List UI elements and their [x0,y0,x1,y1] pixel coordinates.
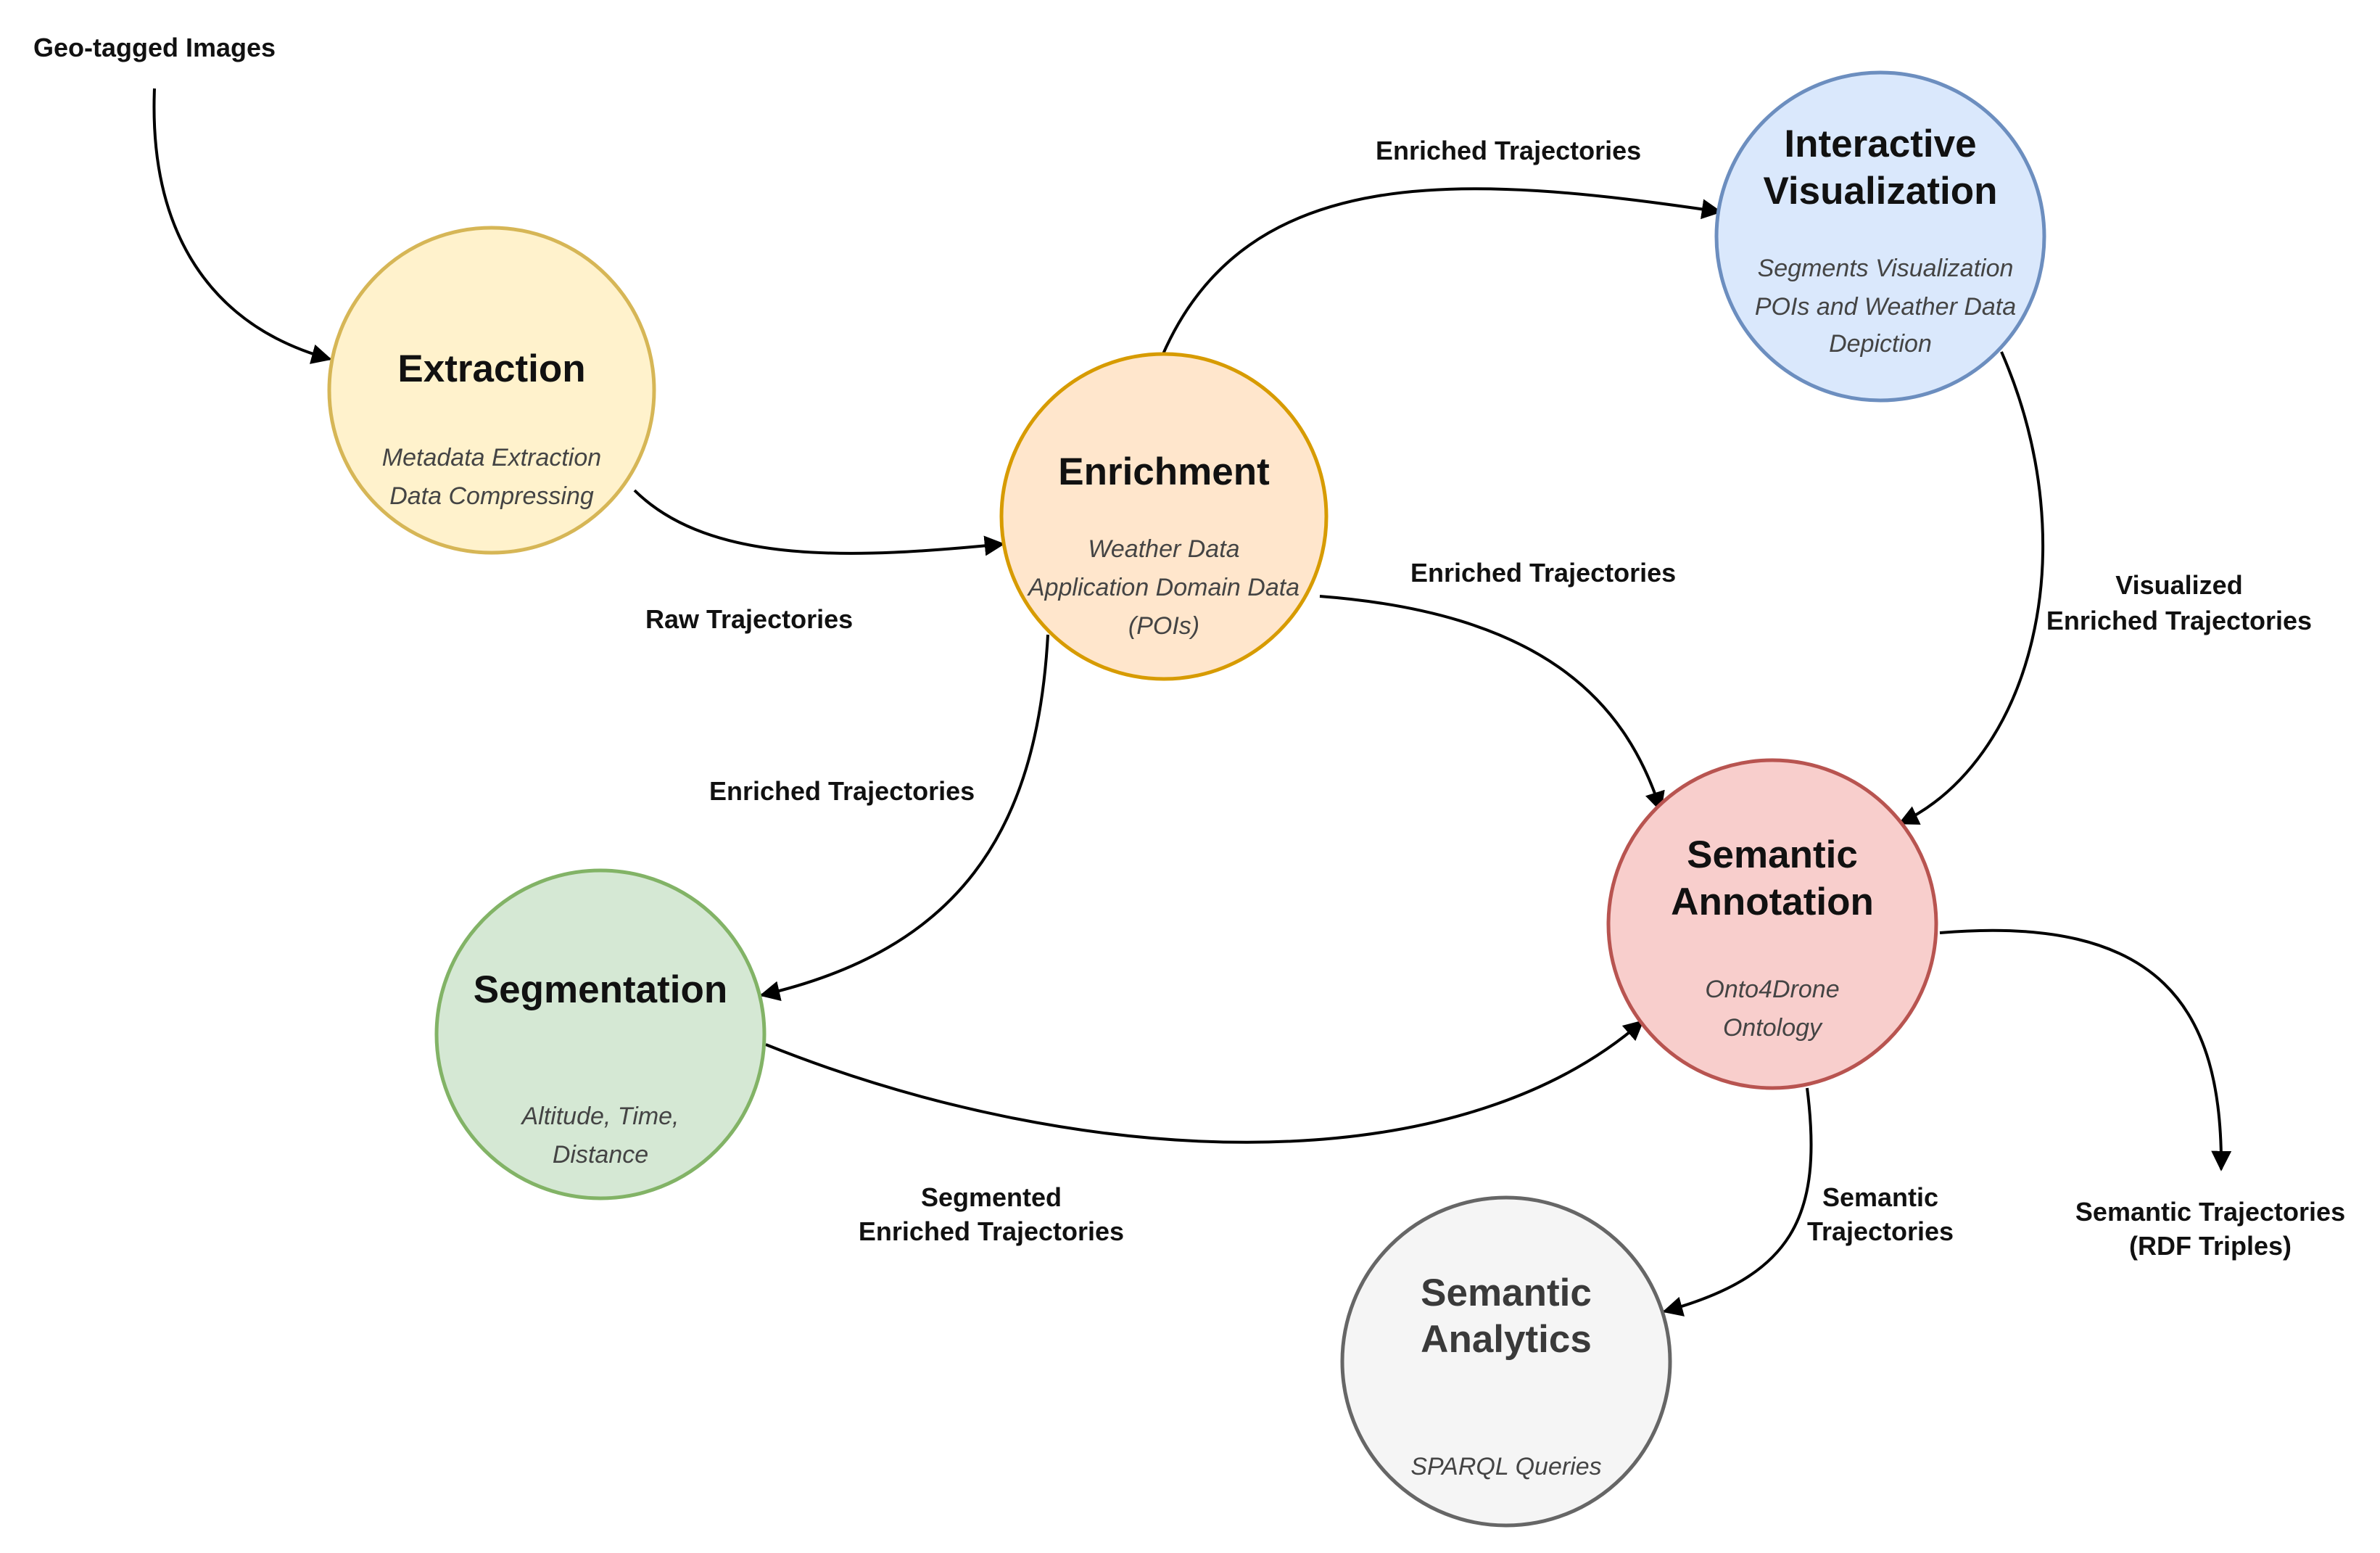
enrichment-circle [1001,354,1326,679]
edge-label-raw-trajectories: Raw Trajectories [645,604,853,634]
enrichment-title: Enrichment [1058,450,1270,493]
edge-label-enriched-to-segmentation: Enriched Trajectories [709,776,975,806]
edge-label-enriched-to-visualization: Enriched Trajectories [1376,136,1641,165]
segmentation-circle-border [434,868,767,1200]
visualization-circle-border [1714,70,2046,403]
annotation-sub-line-2: Ontology [1723,1014,1823,1042]
enrichment-sub-line-3: (POIs) [1128,612,1199,640]
edge-segmentation-to-annotation [765,1020,1645,1144]
node-interactive-visualization: Interactive Visualization Segments Visua… [1714,70,2046,403]
output-label-line-1: Semantic Trajectories [2075,1197,2345,1227]
edge-input-to-extraction [152,88,332,364]
edge-enrichment-to-visualization [1161,187,1722,356]
annotation-title-line-1: Semantic [1687,833,1858,876]
analytics-sub-line-1: SPARQL Queries [1410,1453,1601,1480]
extraction-circle [329,228,654,553]
enrichment-circle-border [999,352,1329,681]
edge-extraction-to-enrichment [633,489,1005,556]
node-semantic-annotation: Semantic Annotation Onto4Drone Ontology [1606,758,1938,1090]
edge-annotation-to-analytics [1662,1087,1813,1317]
edge-visualization-to-annotation [1898,351,2044,825]
analytics-circle-border [1340,1195,1672,1528]
node-segmentation: Segmentation Altitude, Time, Distance [434,868,767,1200]
edge-label-semantic-line-1: Semantic [1822,1182,1938,1212]
extraction-circle-border [327,226,656,555]
node-enrichment: Enrichment Weather Data Application Doma… [999,352,1329,681]
edge-enrichment-to-segmentation [759,634,1049,1001]
analytics-circle [1342,1198,1670,1525]
visualization-title-line-1: Interactive [1784,123,1976,165]
analytics-title-line-2: Analytics [1421,1318,1592,1361]
node-extraction: Extraction Metadata Extraction Data Comp… [327,226,656,555]
segmentation-title: Segmentation [474,968,727,1011]
visualization-sub-line-1: Segments Visualization [1758,255,2014,282]
visualization-sub-line-3: Depiction [1829,330,1932,358]
edge-label-segmented-line-2: Enriched Trajectories [859,1216,1124,1246]
edge-label-segmented-line-1: Segmented [921,1182,1062,1212]
output-label-line-2: (RDF Triples) [2129,1231,2292,1261]
segmentation-circle [437,870,764,1198]
node-semantic-analytics: Semantic Analytics SPARQL Queries [1340,1195,1672,1528]
annotation-circle [1608,760,1936,1088]
edge-label-enriched-to-annotation: Enriched Trajectories [1410,558,1676,588]
enrichment-sub-line-1: Weather Data [1088,535,1239,563]
extraction-title: Extraction [397,347,585,390]
annotation-circle-border [1606,758,1938,1090]
enrichment-sub-line-2: Application Domain Data [1027,574,1300,601]
annotation-sub-line-1: Onto4Drone [1705,976,1839,1003]
segmentation-sub-line-2: Distance [553,1141,648,1169]
edge-annotation-to-rdf-output [1939,928,2232,1171]
extraction-sub-line-2: Data Compressing [389,482,594,510]
edge-label-semantic-line-2: Trajectories [1807,1216,1954,1246]
visualization-title-line-2: Visualization [1764,170,1998,213]
extraction-sub-line-1: Metadata Extraction [382,444,601,471]
annotation-title-line-2: Annotation [1671,881,1874,923]
visualization-circle [1716,73,2044,400]
segmentation-sub-line-1: Altitude, Time, [521,1103,679,1130]
visualization-sub-line-2: POIs and Weather Data [1755,293,2016,321]
analytics-title-line-1: Semantic [1421,1272,1592,1314]
edge-enrichment-to-annotation [1319,595,1665,812]
edge-label-visualized-line-2: Enriched Trajectories [2046,606,2312,635]
input-label: Geo-tagged Images [33,33,276,62]
edge-label-visualized-line-1: Visualized [2115,570,2242,600]
